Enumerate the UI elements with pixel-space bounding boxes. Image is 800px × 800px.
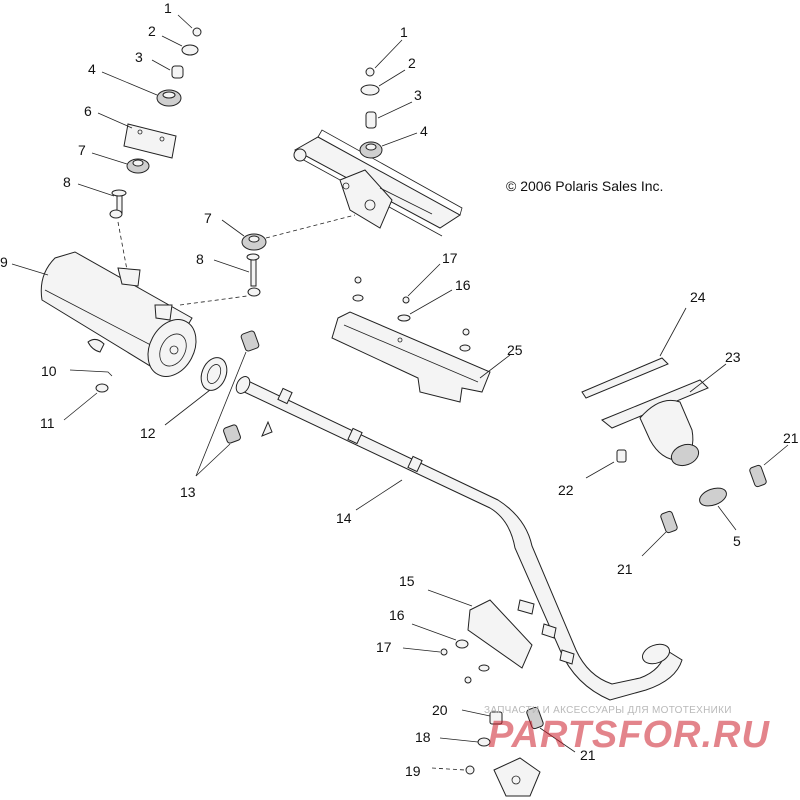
head-pipe <box>235 376 683 701</box>
callout-10: 10 <box>41 363 57 379</box>
callout-12: 12 <box>140 425 156 441</box>
watermark-caption: ЗАПЧАСТИ И АКСЕССУАРЫ ДЛЯ МОТОТЕХНИКИ <box>484 705 732 716</box>
copyright-notice: © 2006 Polaris Sales Inc. <box>506 178 664 194</box>
callout-1: 1 <box>164 0 172 16</box>
callout-16: 16 <box>389 607 405 623</box>
callout-1: 1 <box>400 24 408 40</box>
callout-24: 24 <box>690 289 706 305</box>
callout-15: 15 <box>399 573 415 589</box>
spring <box>749 464 767 488</box>
callout-17: 17 <box>442 250 458 266</box>
seal <box>699 487 727 507</box>
screw <box>95 383 109 393</box>
clamp <box>616 449 627 463</box>
hardware-stack-left <box>109 27 202 219</box>
callout-3: 3 <box>414 87 422 103</box>
callout-23: 23 <box>725 349 741 365</box>
callout-6: 6 <box>84 103 92 119</box>
muffler <box>40 251 197 377</box>
clip <box>69 369 113 377</box>
callout-8: 8 <box>63 174 71 190</box>
bolt <box>250 257 257 287</box>
callout-13: 13 <box>180 484 196 500</box>
callout-7: 7 <box>204 210 212 226</box>
bushing <box>489 711 503 725</box>
bracket <box>493 757 541 797</box>
callout-19: 19 <box>405 763 421 779</box>
callout-9: 9 <box>0 254 8 270</box>
callout-14: 14 <box>336 510 352 526</box>
callout-2: 2 <box>148 23 156 39</box>
gasket <box>200 357 228 391</box>
leader-lines-right-stack <box>374 39 418 147</box>
callout-2: 2 <box>408 55 416 71</box>
callout-16: 16 <box>455 277 471 293</box>
callout-21: 21 <box>580 747 596 763</box>
spring <box>526 706 544 730</box>
callout-17: 17 <box>376 639 392 655</box>
callout-11: 11 <box>40 415 55 431</box>
callout-25: 25 <box>507 342 523 358</box>
callout-21: 21 <box>617 561 633 577</box>
callout-22: 22 <box>558 482 574 498</box>
exhaust-flange <box>601 379 709 467</box>
callout-18: 18 <box>415 729 431 745</box>
callout-5: 5 <box>733 533 741 549</box>
callout-7: 7 <box>78 142 86 158</box>
callout-20: 20 <box>432 702 448 718</box>
callout-4: 4 <box>88 61 96 77</box>
callout-21: 21 <box>783 430 799 446</box>
callout-labels: 1 2 3 4 6 7 8 9 10 11 12 13 1 2 3 4 7 8 … <box>0 0 799 779</box>
leader-lines-left <box>77 14 193 197</box>
spring <box>660 510 678 534</box>
shield-fasteners <box>352 276 471 352</box>
lower-fasteners <box>440 639 490 684</box>
watermark-logo: PARTSFOR.RU <box>488 714 770 756</box>
callout-4: 4 <box>420 123 428 139</box>
callout-3: 3 <box>135 49 143 65</box>
exhaust-gasket <box>581 357 669 399</box>
springs-13 <box>223 330 260 444</box>
nut <box>465 765 475 775</box>
hardware-stack-right <box>359 67 383 159</box>
heat-shield-lower <box>467 599 533 669</box>
frame-rail <box>293 129 463 237</box>
callout-8: 8 <box>196 251 204 267</box>
heat-shield-upper <box>331 311 491 403</box>
